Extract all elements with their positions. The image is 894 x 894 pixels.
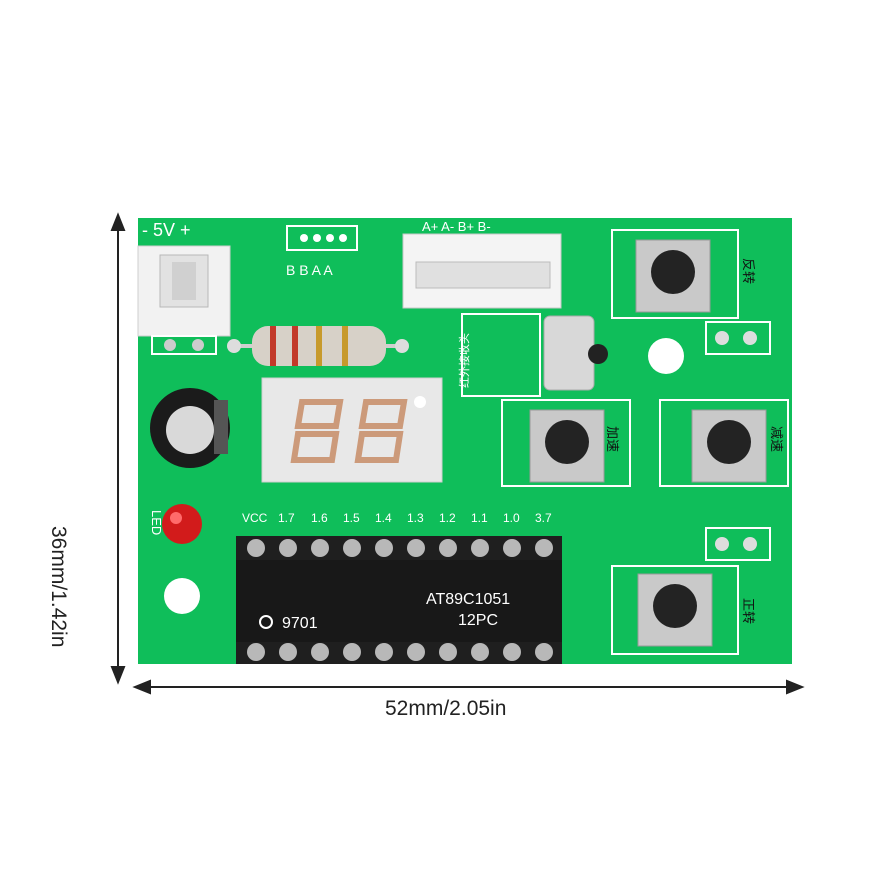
pin-label: 1.3 xyxy=(407,511,424,525)
ir-label: 红外接收头 xyxy=(457,333,471,388)
ir-receiver xyxy=(461,313,608,397)
pin-label: 1.5 xyxy=(343,511,360,525)
pin-label: 1.1 xyxy=(471,511,488,525)
led xyxy=(162,504,202,544)
forward-button[interactable] xyxy=(611,565,739,655)
led-label: LED xyxy=(149,510,164,535)
decelerate-label: 减速 xyxy=(769,426,784,452)
capacitor xyxy=(150,388,230,468)
ic-pins-top xyxy=(247,539,553,557)
forward-label: 正转 xyxy=(741,598,756,624)
jumper-label: B B A A xyxy=(286,262,333,278)
pin-labels: VCC 1.7 1.6 1.5 1.4 1.3 1.2 1.1 1.0 3.7 xyxy=(242,511,552,525)
pin-label: 1.4 xyxy=(375,511,392,525)
pin-label: 3.7 xyxy=(535,511,552,525)
jumper-header xyxy=(286,225,358,251)
accelerate-button[interactable] xyxy=(501,399,631,487)
resistor xyxy=(227,326,409,366)
width-dimension-label: 52mm/2.05in xyxy=(385,697,507,720)
connector-label: A+ A- B+ B- xyxy=(422,219,491,234)
height-dimension-label: 36mm/1.42in xyxy=(47,526,70,648)
mounting-hole xyxy=(164,578,200,614)
power-label: - 5V + xyxy=(142,220,191,240)
reverse-button[interactable] xyxy=(611,229,739,319)
pin-label: 1.0 xyxy=(503,511,520,525)
reverse-label: 反转 xyxy=(741,258,756,284)
motor-connector xyxy=(402,233,562,309)
accelerate-label: 加速 xyxy=(605,426,620,452)
ic-chip xyxy=(236,536,562,664)
seven-segment-display xyxy=(261,377,443,483)
pin-label: VCC xyxy=(242,511,268,525)
chip-date-code: 9701 xyxy=(282,615,318,632)
pin-label: 1.6 xyxy=(311,511,328,525)
ic-pins-bottom xyxy=(247,643,553,661)
mounting-hole xyxy=(648,338,684,374)
chip-speed: 12PC xyxy=(458,612,498,629)
chip-part-number: AT89C1051 xyxy=(426,591,510,608)
dimension-arrows xyxy=(110,212,805,695)
pin-label: 1.2 xyxy=(439,511,456,525)
pin-label: 1.7 xyxy=(278,511,295,525)
power-connector xyxy=(137,245,231,355)
decelerate-button[interactable] xyxy=(659,399,789,487)
